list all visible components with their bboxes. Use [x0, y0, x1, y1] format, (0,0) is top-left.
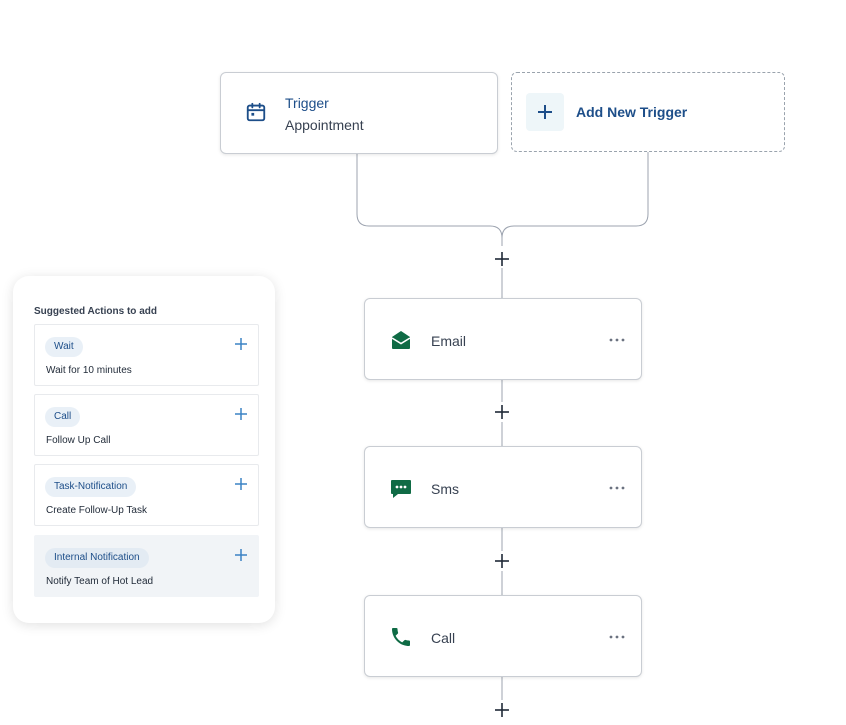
add-plus-icon[interactable] [234, 548, 248, 562]
action-label: Email [431, 333, 467, 349]
action-card-call[interactable]: Call [364, 595, 642, 677]
suggested-action-description: Wait for 10 minutes [46, 365, 132, 376]
panel-title: Suggested Actions to add [34, 306, 157, 317]
action-card-sms[interactable]: Sms [364, 446, 642, 528]
suggested-action-tag: Wait [45, 337, 83, 357]
action-label: Sms [431, 481, 459, 497]
more-options-icon[interactable] [609, 338, 625, 342]
plus-icon [538, 105, 552, 119]
suggested-action-description: Create Follow-Up Task [46, 505, 147, 516]
suggested-action-item[interactable]: Internal Notification Notify Team of Hot… [34, 535, 259, 597]
action-label: Call [431, 630, 456, 646]
calendar-icon [246, 102, 266, 122]
add-trigger-plus-box [526, 93, 564, 131]
add-trigger-label: Add New Trigger [576, 104, 688, 120]
trigger-card[interactable]: Trigger Appointment [220, 72, 498, 154]
add-plus-icon[interactable] [234, 337, 248, 351]
add-step-button[interactable] [494, 251, 510, 267]
suggested-actions-panel: Suggested Actions to add Wait Wait for 1… [13, 276, 275, 623]
add-plus-icon[interactable] [234, 407, 248, 421]
suggested-action-item[interactable]: Wait Wait for 10 minutes [34, 324, 259, 386]
plus-icon [495, 405, 509, 419]
plus-icon [495, 252, 509, 266]
suggested-action-tag: Call [45, 407, 81, 427]
trigger-subtitle: Appointment [285, 117, 364, 133]
suggested-action-description: Notify Team of Hot Lead [46, 576, 154, 587]
plus-icon [495, 554, 509, 568]
email-icon [391, 331, 411, 349]
add-step-button[interactable] [494, 702, 510, 718]
more-options-icon[interactable] [609, 486, 625, 490]
suggested-action-tag: Task-Notification [45, 477, 137, 497]
action-card-email[interactable]: Email [364, 298, 642, 380]
suggested-action-item[interactable]: Call Follow Up Call [34, 394, 259, 456]
trigger-title: Trigger [285, 95, 329, 111]
phone-icon [392, 628, 410, 646]
plus-icon [495, 703, 509, 717]
add-step-button[interactable] [494, 553, 510, 569]
add-new-trigger-button[interactable]: Add New Trigger [511, 72, 785, 152]
add-plus-icon[interactable] [234, 477, 248, 491]
suggested-action-tag: Internal Notification [45, 548, 149, 568]
sms-icon [391, 480, 411, 498]
suggested-action-description: Follow Up Call [46, 435, 111, 446]
add-step-button[interactable] [494, 404, 510, 420]
suggested-action-item[interactable]: Task-Notification Create Follow-Up Task [34, 464, 259, 526]
more-options-icon[interactable] [609, 635, 625, 639]
